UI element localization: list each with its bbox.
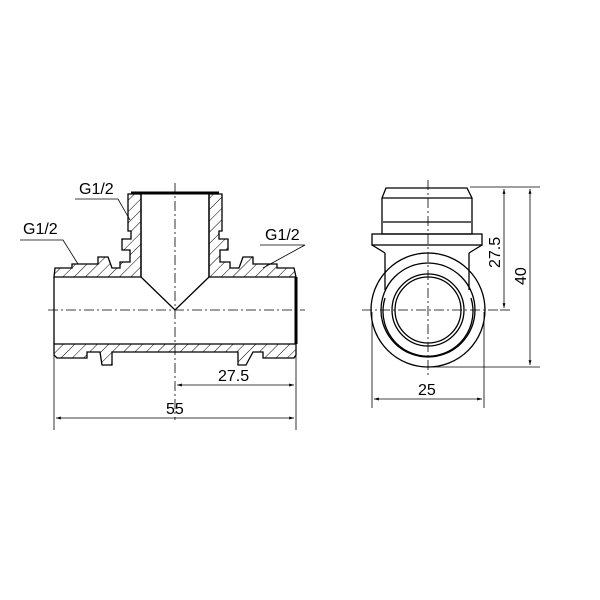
thread-label-left: G1/2 [23, 221, 58, 238]
dimension-half-length: 27.5 [176, 345, 297, 430]
thread-label-top: G1/2 [79, 181, 114, 198]
dim-27-5-front: 27.5 [218, 368, 249, 385]
dimension-center-to-top: 27.5 [470, 186, 540, 311]
front-section-view: G1/2 G1/2 G1/2 27.5 55 [20, 181, 306, 430]
dim-27-5-side: 27.5 [487, 237, 504, 268]
dim-40: 40 [513, 267, 530, 285]
dim-55: 55 [166, 401, 184, 418]
body-bottom-wall [53, 343, 297, 366]
body-top-wall-left [53, 193, 142, 278]
thread-label-right: G1/2 [265, 227, 300, 244]
side-view: 25 27.5 40 [362, 180, 540, 408]
label-right-thread: G1/2 [260, 227, 306, 269]
dimension-overall-height: 40 [430, 188, 540, 368]
label-top-branch-thread: G1/2 [75, 181, 131, 221]
dimension-overall-length: 55 [53, 345, 294, 430]
dimension-width: 25 [371, 312, 485, 408]
dim-25: 25 [418, 382, 436, 399]
label-left-thread: G1/2 [20, 221, 79, 265]
